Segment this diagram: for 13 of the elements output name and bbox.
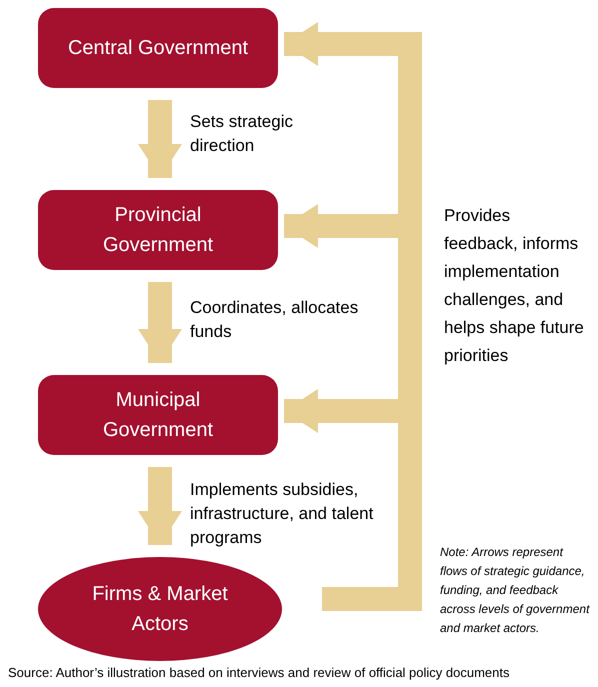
caption: Source: Author’s illustration based on interviews and review of official policy documents: [8, 664, 510, 682]
node-label: Provincial Government: [102, 203, 214, 258]
process-box: [38, 375, 278, 455]
arrow: [138, 282, 182, 363]
node-label: Firms & Market Actors: [91, 582, 229, 637]
node-label: Municipal Government: [102, 388, 214, 443]
note-text: Note: Arrows represent flows of strategic guidance, funding, and feedback across levels of government and market actors.: [440, 544, 590, 637]
arrow: [138, 467, 182, 545]
process-box: [38, 190, 278, 270]
process-box: [38, 8, 278, 88]
feedback-label: Provides feedback, informs implementation challenges, and helps shape future priorities: [444, 205, 584, 367]
arrow: [138, 100, 182, 178]
node-label: Central Government: [68, 36, 248, 61]
